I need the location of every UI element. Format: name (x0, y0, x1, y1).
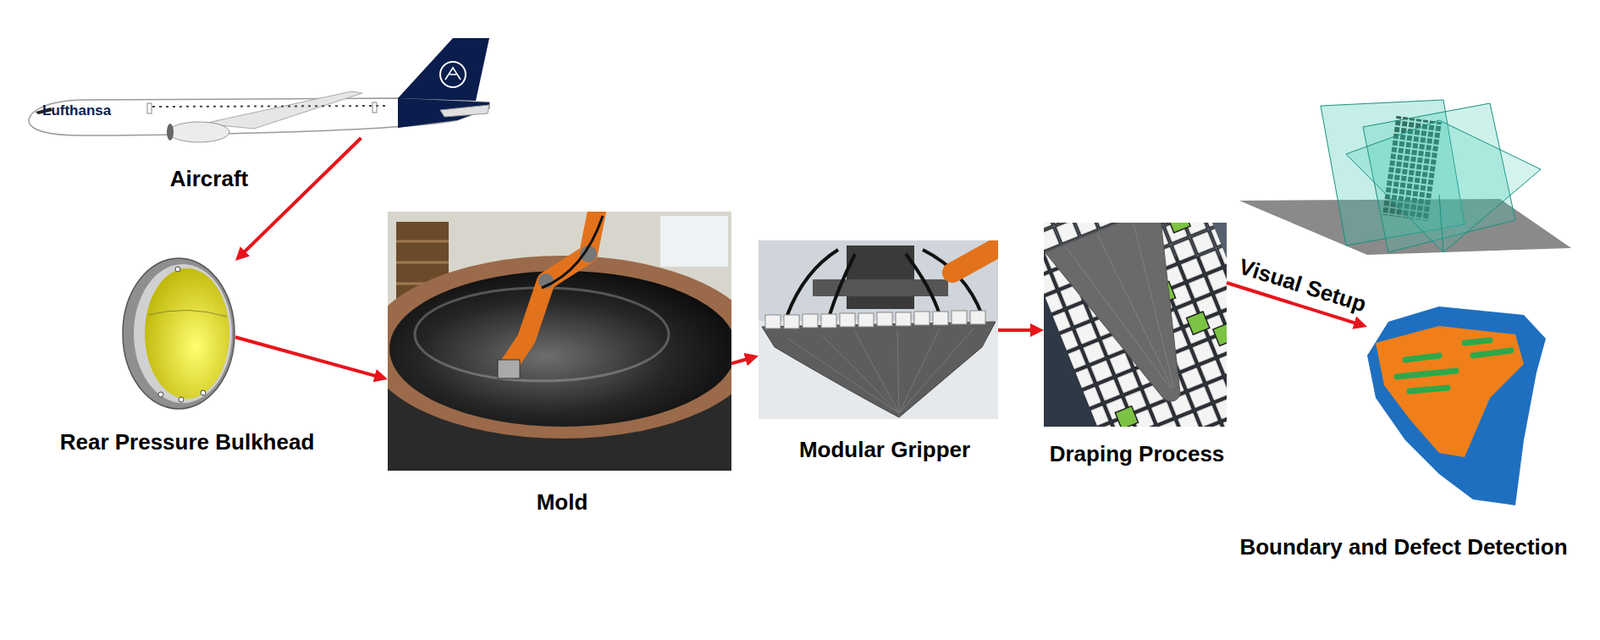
caption-text: Aircraft (170, 165, 249, 192)
caption-text: Rear Pressure Bulkhead (60, 429, 315, 455)
boundary-map-illustration (1367, 306, 1546, 506)
boundary-map-illustration-part-part (1409, 387, 1448, 392)
gripper-photo-part (758, 240, 999, 321)
boundary-map-illustration-part-part (1396, 370, 1457, 377)
gripper-photo-part (787, 328, 974, 414)
aircraft-illustration-part (168, 121, 230, 143)
aircraft-illustration-part (147, 103, 152, 114)
aircraft-illustration-part (203, 91, 363, 129)
caption-text: Draping Process (1049, 441, 1225, 467)
gripper-photo-part-part (877, 312, 893, 326)
gripper-photo-part-part (839, 313, 856, 327)
gripper-photo-part (761, 321, 996, 418)
flow-arrow (731, 357, 752, 364)
gripper-photo-part (952, 247, 999, 273)
mold-photo-part (396, 261, 449, 265)
caption-text: Mold (536, 489, 589, 515)
flow-arrow (240, 137, 362, 256)
mold-photo-part (509, 211, 597, 365)
mold-photo-part (389, 270, 732, 427)
camera-setup-illustration (1239, 99, 1572, 255)
illustration-box: Draping Process (1043, 222, 1227, 427)
draping-photo-part-part (1065, 222, 1197, 406)
gripper-photo-part (765, 310, 986, 329)
illustration-box: Modular Gripper (758, 240, 999, 420)
gripper-photo-part-part (765, 314, 781, 329)
mold-photo-part (660, 215, 729, 267)
aircraft-illustration-part (397, 38, 490, 101)
mold-photo-part (497, 359, 520, 379)
gripper-photo-part-part (895, 312, 911, 326)
flow-arrow (998, 328, 1038, 332)
caption-text: Boundary and Defect Detection (1239, 534, 1567, 560)
boundary-map-illustration-part (1396, 340, 1512, 392)
draping-photo-part-part (1043, 222, 1227, 427)
gripper-photo-part-part (858, 313, 874, 327)
aircraft-illustration (28, 38, 490, 143)
draping-photo-part-part-part (1167, 222, 1191, 233)
bulkhead-illustration-part (148, 309, 227, 317)
bulkhead-illustration-part (200, 390, 206, 396)
bulkhead-illustration-part (175, 266, 181, 272)
edge-label: Visual Setup (1233, 253, 1372, 319)
boundary-map-illustration-part-part (1464, 340, 1490, 343)
draping-photo-part-part (1045, 222, 1227, 425)
draping-photo-part (1043, 222, 1227, 427)
camera-setup-illustration-part (1439, 194, 1444, 253)
caption-text: Modular Gripper (799, 436, 971, 463)
gripper-photo (758, 240, 999, 420)
illustration-box: Rear Pressure Bulkhead (122, 258, 236, 410)
draping-photo (1043, 222, 1227, 427)
illustration-box: Mold (387, 211, 732, 471)
bulkhead-illustration (122, 258, 235, 409)
illustration-box: Aircraft (25, 35, 492, 138)
aircraft-illustration-part (440, 104, 490, 117)
draping-photo-part-part-part (1186, 311, 1210, 335)
mold-photo (387, 211, 732, 471)
gripper-photo-part-part (914, 311, 930, 326)
aircraft-illustration-part (152, 105, 390, 107)
bulkhead-illustration-part (158, 391, 164, 398)
bulkhead-illustration-part (178, 397, 184, 403)
gripper-photo-part-part (970, 310, 986, 325)
draping-photo-part-part-part (1213, 322, 1227, 346)
boundary-map-illustration-part-part (1405, 355, 1440, 360)
aircraft-illustration-part (397, 98, 490, 128)
draping-photo-part-part-part (1114, 406, 1138, 427)
illustration-box: Boundary and Defect Detection (1367, 306, 1546, 506)
gripper-photo-part (758, 240, 999, 420)
gripper-photo-part-part (802, 314, 818, 328)
bulkhead-illustration-part (144, 268, 230, 399)
camera-setup-illustration-part (1346, 120, 1541, 253)
aircraft-illustration-part (445, 67, 461, 80)
gripper-photo-part-part (951, 310, 967, 325)
gripper-photo-part-part (783, 314, 800, 329)
mold-photo-part (396, 240, 449, 243)
boundary-map-illustration-part-part (1473, 350, 1512, 356)
logo-text: Lufthansa (42, 102, 111, 120)
gripper-photo-part-part (821, 314, 837, 328)
flow-arrow (235, 336, 381, 378)
bulkhead-illustration-part (133, 264, 232, 403)
aircraft-illustration-part (166, 123, 174, 141)
boundary-map-illustration-part (1375, 325, 1524, 458)
boundary-map-illustration-part (1367, 306, 1546, 506)
aircraft-illustration-part (372, 102, 377, 113)
gripper-photo-part-part (932, 311, 949, 326)
gripper-photo-part (846, 245, 915, 309)
bulkhead-illustration-part (122, 258, 235, 409)
mold-photo-part (541, 215, 603, 288)
aircraft-illustration-part (440, 61, 466, 88)
